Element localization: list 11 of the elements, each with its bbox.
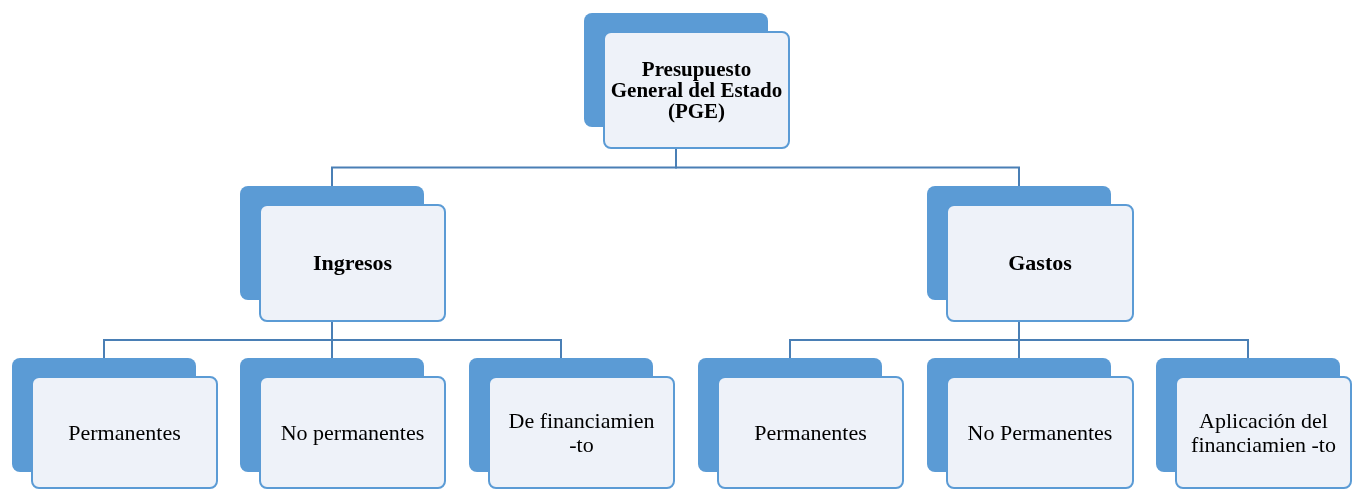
connector-line [1018, 321, 1249, 359]
node-label: Ingresos [312, 251, 393, 275]
node-label: No Permanentes [967, 420, 1113, 445]
node-label: Presupuesto General del Estado (PGE) [609, 58, 784, 122]
node-label: Permanentes [68, 420, 181, 445]
node-label: Gastos [1008, 251, 1072, 275]
node-label: Permanentes [754, 420, 867, 445]
node-label: No permanentes [280, 420, 425, 445]
node-label: De financiamien -to [507, 408, 656, 457]
node-label: Aplicación del financiamien -to [1190, 408, 1337, 457]
connector-line [331, 321, 562, 359]
